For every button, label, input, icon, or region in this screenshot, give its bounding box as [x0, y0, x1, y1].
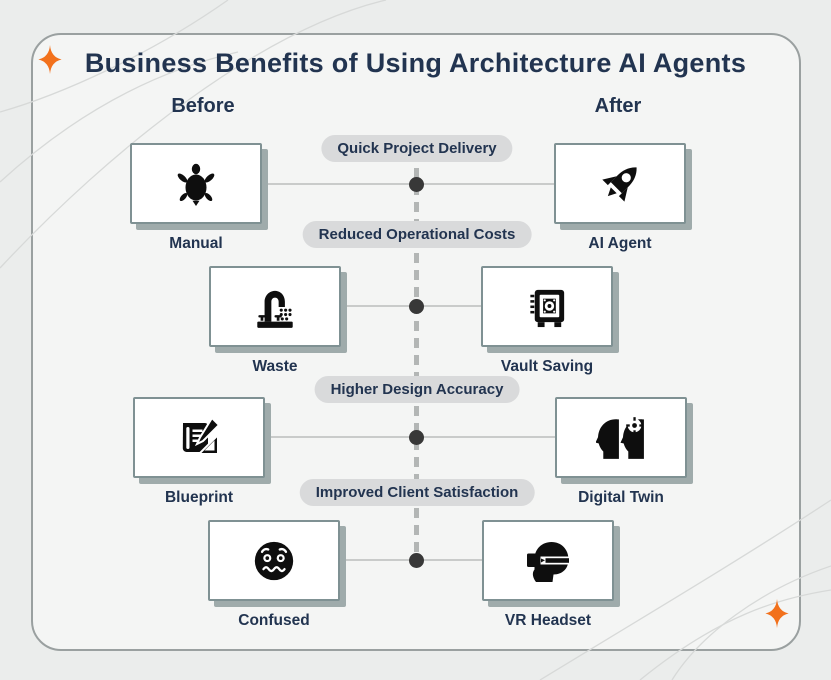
turtle-icon	[177, 163, 215, 206]
node-label: Digital Twin	[578, 489, 664, 506]
node-label: Confused	[238, 612, 310, 629]
connector-line	[417, 436, 555, 438]
icon-box	[208, 520, 340, 601]
timeline-dashed-line	[414, 168, 419, 561]
before-card-confused: Confused	[208, 520, 340, 629]
icon-box	[482, 520, 614, 601]
digital-twin-icon	[596, 416, 644, 459]
connector-line	[341, 305, 417, 307]
connector-line	[265, 436, 417, 438]
icon-box	[554, 143, 686, 224]
after-card-vr-headset: VR Headset	[482, 520, 614, 629]
faucet-icon	[257, 290, 293, 328]
node-label: VR Headset	[504, 612, 592, 629]
before-card-waste: Waste	[209, 266, 341, 375]
icon-box	[555, 397, 687, 478]
page-title: Business Benefits of Using Architecture …	[84, 48, 747, 78]
timeline-dot	[409, 430, 424, 445]
before-card-manual: Manual	[130, 143, 262, 252]
column-header-after: After	[594, 95, 642, 117]
node-label: Waste	[252, 358, 298, 375]
connector-line	[417, 183, 554, 185]
after-card-digital-twin: Digital Twin	[555, 397, 687, 506]
blueprint-icon	[182, 415, 221, 455]
icon-box	[481, 266, 613, 347]
connector-line	[262, 183, 417, 185]
sparkle-icon	[38, 45, 62, 74]
icon-box	[209, 266, 341, 347]
node-label: AI Agent	[588, 235, 652, 252]
connector-line	[340, 559, 417, 561]
column-header-before: Before	[171, 95, 235, 117]
sparkle-icon	[765, 599, 789, 628]
icon-box	[130, 143, 262, 224]
timeline-dot	[409, 553, 424, 568]
before-card-blueprint: Blueprint	[133, 397, 265, 506]
benefit-pill: Improved Client Satisfaction	[299, 479, 535, 506]
rocket-icon	[602, 166, 637, 202]
after-card-ai-agent: AI Agent	[554, 143, 686, 252]
benefit-pill: Higher Design Accuracy	[314, 376, 520, 403]
vault-icon	[529, 289, 564, 328]
timeline-dot	[409, 299, 424, 314]
node-label: Vault Saving	[500, 358, 594, 375]
connector-line	[417, 559, 482, 561]
connector-line	[417, 305, 481, 307]
after-card-vault: Vault Saving	[481, 266, 613, 375]
timeline-dot	[409, 177, 424, 192]
node-label: Manual	[169, 235, 223, 252]
node-label: Blueprint	[164, 489, 234, 506]
confused-face-icon	[254, 541, 294, 580]
benefit-pill: Quick Project Delivery	[321, 135, 513, 162]
icon-box	[133, 397, 265, 478]
benefit-pill: Reduced Operational Costs	[302, 221, 532, 248]
vr-headset-icon	[527, 541, 569, 582]
